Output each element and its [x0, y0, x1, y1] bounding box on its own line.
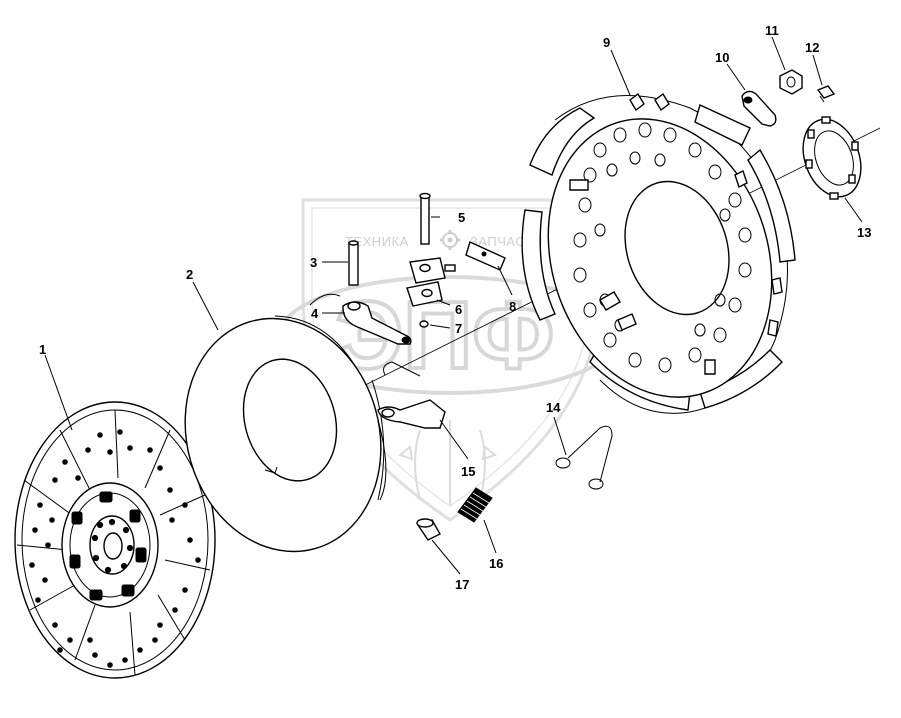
- callout-5: 5: [458, 210, 465, 225]
- callout-11: 11: [765, 23, 779, 38]
- eyebolt-bracket: [406, 257, 456, 307]
- leader-lines: [44, 36, 863, 575]
- callout-7: 7: [455, 321, 462, 336]
- clutch-disc: [14, 401, 216, 679]
- callout-2: 2: [186, 267, 193, 282]
- release-bearing-ring: [802, 116, 862, 200]
- callout-3: 3: [310, 255, 317, 270]
- callout-labels: 1 2 3 4 5 6 7 8 9 10 11 12 13 14 15 16 1…: [39, 23, 871, 592]
- callout-17: 17: [455, 577, 469, 592]
- callout-14: 14: [546, 400, 561, 415]
- clutch-cover-assembly: [521, 92, 796, 414]
- screw-part-12: [816, 85, 836, 103]
- bushing: [416, 518, 441, 541]
- callout-4: 4: [311, 306, 319, 321]
- callout-8: 8: [509, 299, 516, 314]
- nut-part-7: [419, 320, 429, 328]
- watermark: ТЕХНИКА ЗАПЧАСТИ ЭПФ: [278, 198, 622, 522]
- callout-12: 12: [805, 40, 819, 55]
- torsion-spring: [555, 425, 613, 490]
- bolt-part-5: [419, 192, 431, 245]
- callout-16: 16: [489, 556, 503, 571]
- callout-13: 13: [857, 225, 871, 240]
- watermark-left-text: ТЕХНИКА: [345, 234, 409, 249]
- pin-part-3: [348, 240, 359, 286]
- release-lever: [309, 293, 412, 345]
- callout-9: 9: [603, 35, 610, 50]
- lock-washer: [741, 90, 777, 127]
- callout-6: 6: [455, 302, 462, 317]
- hex-nut: [779, 69, 803, 95]
- callout-10: 10: [715, 50, 729, 65]
- callout-1: 1: [39, 342, 46, 357]
- callout-15: 15: [461, 464, 475, 479]
- watermark-brand: ЭПФ: [335, 282, 554, 389]
- pressure-plate-disc: [184, 315, 387, 553]
- spring-clip: [377, 361, 446, 429]
- coil-spring: [457, 487, 493, 523]
- gear-icon: [440, 230, 460, 250]
